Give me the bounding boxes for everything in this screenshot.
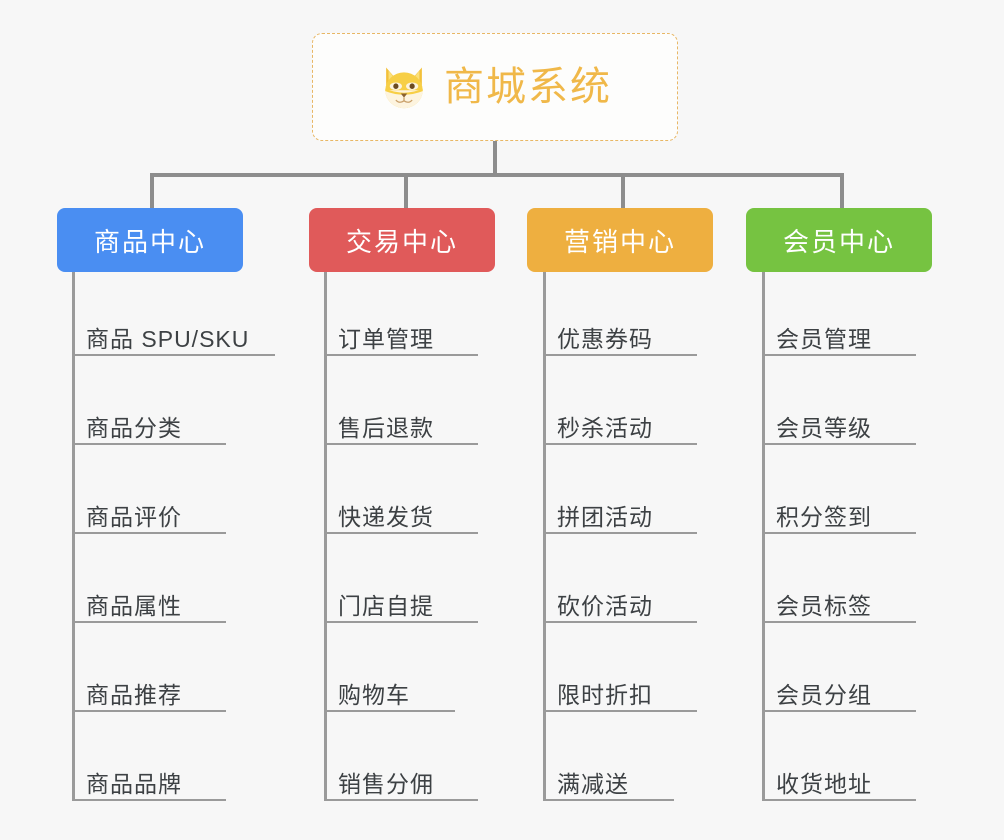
category-label-2: 交易中心 bbox=[345, 226, 458, 257]
leaf-item-1-4[interactable]: 商品属性 bbox=[72, 577, 226, 623]
category-box-1[interactable]: 商品中心 bbox=[57, 208, 243, 272]
branch-drop-line-3 bbox=[621, 173, 625, 210]
leaf-item-3-1[interactable]: 优惠券码 bbox=[543, 310, 697, 356]
branch-bus-line bbox=[150, 173, 844, 177]
branch-drop-line-4 bbox=[840, 173, 844, 210]
leaf-item-4-1[interactable]: 会员管理 bbox=[762, 310, 916, 356]
leaf-item-2-4[interactable]: 门店自提 bbox=[324, 577, 478, 623]
leaf-item-1-1[interactable]: 商品 SPU/SKU bbox=[72, 310, 275, 356]
category-label-4: 会员中心 bbox=[782, 226, 895, 257]
shiba-dog-icon bbox=[378, 61, 430, 113]
leaf-item-1-6[interactable]: 商品品牌 bbox=[72, 755, 226, 801]
root-title: 商城系统 bbox=[444, 65, 612, 109]
leaf-item-2-1[interactable]: 订单管理 bbox=[324, 310, 478, 356]
category-label-1: 商品中心 bbox=[93, 226, 206, 257]
branch-drop-line-2 bbox=[404, 173, 408, 210]
leaf-item-4-3[interactable]: 积分签到 bbox=[762, 488, 916, 534]
leaf-item-4-5[interactable]: 会员分组 bbox=[762, 666, 916, 712]
branch-spine-1 bbox=[72, 272, 75, 800]
leaf-item-4-6[interactable]: 收货地址 bbox=[762, 755, 916, 801]
leaf-item-2-6[interactable]: 销售分佣 bbox=[324, 755, 478, 801]
leaf-item-3-2[interactable]: 秒杀活动 bbox=[543, 399, 697, 445]
leaf-item-2-2[interactable]: 售后退款 bbox=[324, 399, 478, 445]
branch-drop-line-1 bbox=[150, 173, 154, 210]
leaf-item-1-3[interactable]: 商品评价 bbox=[72, 488, 226, 534]
leaf-item-2-3[interactable]: 快递发货 bbox=[324, 488, 478, 534]
category-box-2[interactable]: 交易中心 bbox=[309, 208, 495, 272]
root-node[interactable]: 商城系统 bbox=[312, 33, 678, 141]
branch-spine-2 bbox=[324, 272, 327, 800]
leaf-item-4-2[interactable]: 会员等级 bbox=[762, 399, 916, 445]
leaf-item-3-6[interactable]: 满减送 bbox=[543, 755, 674, 801]
branch-spine-3 bbox=[543, 272, 546, 800]
leaf-item-3-5[interactable]: 限时折扣 bbox=[543, 666, 697, 712]
root-trunk-line bbox=[493, 141, 497, 175]
leaf-item-1-5[interactable]: 商品推荐 bbox=[72, 666, 226, 712]
leaf-item-4-4[interactable]: 会员标签 bbox=[762, 577, 916, 623]
category-label-3: 营销中心 bbox=[563, 226, 676, 257]
category-box-3[interactable]: 营销中心 bbox=[527, 208, 713, 272]
leaf-item-1-2[interactable]: 商品分类 bbox=[72, 399, 226, 445]
category-box-4[interactable]: 会员中心 bbox=[746, 208, 932, 272]
branch-spine-4 bbox=[762, 272, 765, 800]
leaf-item-3-3[interactable]: 拼团活动 bbox=[543, 488, 697, 534]
leaf-item-3-4[interactable]: 砍价活动 bbox=[543, 577, 697, 623]
leaf-item-2-5[interactable]: 购物车 bbox=[324, 666, 455, 712]
